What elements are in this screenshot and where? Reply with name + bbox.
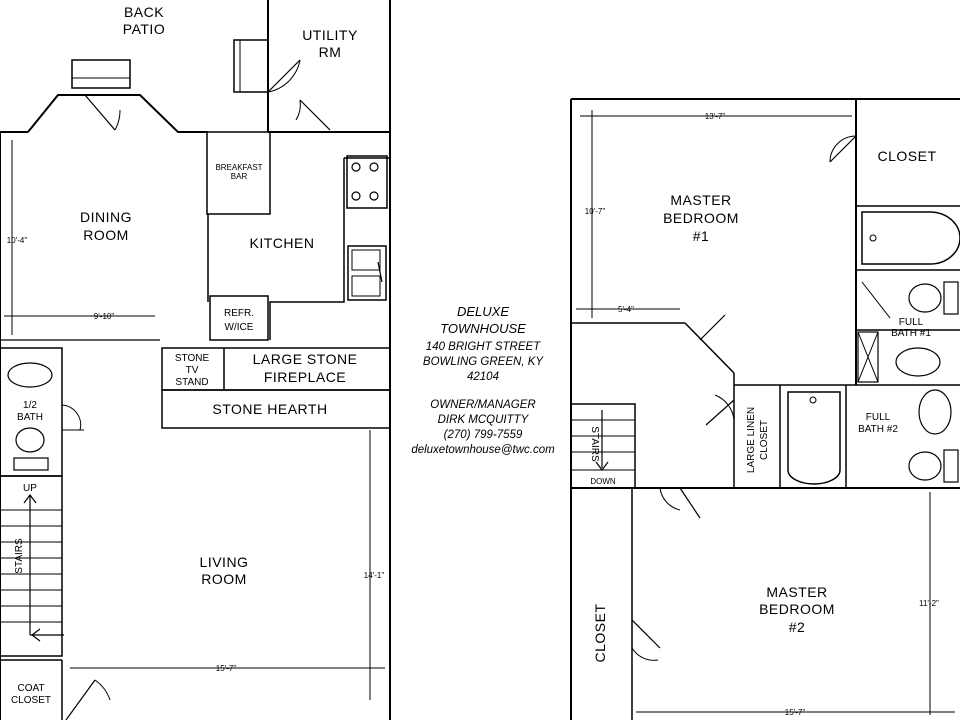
info-owner-line-3: (270) 799-7559 <box>444 429 523 441</box>
utility-label: UTILITY <box>302 27 358 43</box>
dim-master1-width: 13'-7" <box>705 112 726 121</box>
dim-master2-width: 15'-7" <box>785 708 806 717</box>
down-label: DOWN <box>590 477 616 486</box>
info-owner-line-1: OWNER/MANAGER <box>430 399 535 411</box>
coat-closet-label-2: CLOSET <box>11 695 51 706</box>
first-floor <box>0 0 391 720</box>
fridge-label-2: W/ICE <box>225 322 254 333</box>
dim-dining-height: 10'-4" <box>7 236 28 245</box>
dim-master1-height: 10'-7" <box>585 207 606 216</box>
full-bath1-label: FULL <box>899 317 924 328</box>
fireplace-label-2: FIREPLACE <box>264 369 346 385</box>
fireplace-label: LARGE STONE <box>253 351 358 367</box>
closet-left-label: CLOSET <box>592 603 608 662</box>
half-bath-label-2: BATH <box>17 412 43 423</box>
full-bath2-label: FULL <box>866 412 891 423</box>
back-patio-label-2: PATIO <box>123 21 165 37</box>
breakfast-bar-label: BREAKFAST <box>215 163 262 172</box>
tv-stand-label-2: TV <box>186 365 199 376</box>
master2-label-3: #2 <box>789 619 806 635</box>
full-bath1-label-2: BATH #1 <box>891 328 931 339</box>
hearth-label: STONE HEARTH <box>212 401 327 417</box>
master2-label-2: BEDROOM <box>759 601 835 617</box>
utility-label-2: RM <box>319 44 342 60</box>
full-bath2-label-2: BATH #2 <box>858 424 898 435</box>
back-patio-label: BACK <box>124 4 164 20</box>
breakfast-bar-label-2: BAR <box>231 172 248 181</box>
linen-label-2: CLOSET <box>759 420 770 460</box>
master2-label: MASTER <box>766 584 827 600</box>
info-owner-line-2: DIRK MCQUITTY <box>438 414 530 426</box>
fridge-label: REFR. <box>224 308 254 319</box>
info-owner-line-4: deluxetownhouse@twc.com <box>411 444 555 456</box>
master1-label-2: BEDROOM <box>663 210 739 226</box>
info-title-line-1: DELUXE <box>457 304 509 319</box>
living-label-2: ROOM <box>201 571 247 587</box>
info-block: DELUXE TOWNHOUSE 140 BRIGHT STREET BOWLI… <box>411 304 555 456</box>
second-floor <box>570 98 960 720</box>
dim-living-width: 15'-7" <box>216 664 237 673</box>
coat-closet-label: COAT <box>17 683 44 694</box>
tv-stand-label: STONE <box>175 353 210 364</box>
info-address-line-2: BOWLING GREEN, KY <box>423 356 544 368</box>
dim-master2-height: 11'-2" <box>919 599 939 608</box>
master1-label-3: #1 <box>693 228 710 244</box>
half-bath-label: 1/2 <box>23 400 37 411</box>
second-floor-labels: CLOSET MASTER BEDROOM #1 FULL BATH #1 LA… <box>585 112 939 717</box>
dining-label: DINING <box>80 209 132 225</box>
kitchen-label: KITCHEN <box>250 235 315 251</box>
stairs-upper-label: STAIRS <box>589 426 600 462</box>
tv-stand-label-3: STAND <box>175 377 208 388</box>
master1-label: MASTER <box>670 192 731 208</box>
dining-label-2: ROOM <box>83 227 129 243</box>
info-address-line-1: 140 BRIGHT STREET <box>426 341 541 353</box>
first-floor-labels: BACK PATIO UTILITY RM BREAKFAST BAR DINI… <box>7 4 385 706</box>
dim-dining-width: 9'-10" <box>94 312 115 321</box>
up-label: UP <box>23 483 37 494</box>
info-title-line-2: TOWNHOUSE <box>440 321 526 336</box>
linen-label: LARGE LINEN <box>746 407 757 473</box>
dim-living-height: 14'-1" <box>364 571 385 580</box>
info-address-line-3: 42104 <box>467 371 499 383</box>
closet-top-label: CLOSET <box>877 148 936 164</box>
stairs-main-label: STAIRS <box>14 538 25 574</box>
dim-master1-alcove: 5'-4" <box>618 305 634 314</box>
living-label: LIVING <box>200 554 249 570</box>
